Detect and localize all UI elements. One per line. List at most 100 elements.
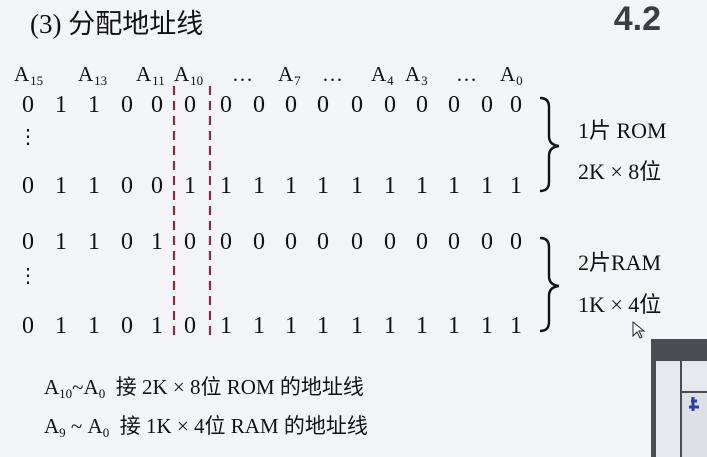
- rom-continuation-dots: ⋮: [18, 126, 38, 148]
- note-ram-from-sub: 9: [59, 425, 66, 440]
- bit-cell: 1: [220, 173, 232, 199]
- bit-cell: 0: [220, 229, 232, 255]
- bit-cell: 1: [253, 313, 265, 339]
- bit-cell: 0: [510, 92, 522, 118]
- ram-brace: [539, 236, 560, 333]
- bit-cell: 1: [351, 173, 363, 199]
- header-base: A: [78, 62, 94, 86]
- bit-cell: 0: [285, 229, 297, 255]
- bit-cell: 1: [510, 173, 522, 199]
- header-base: A: [14, 62, 30, 86]
- header-e3: …: [456, 62, 477, 87]
- note-rom-from-sub: 10: [59, 386, 73, 401]
- bit-cell: 0: [351, 92, 363, 118]
- header-base: A: [371, 62, 387, 86]
- bit-cell: 1: [448, 173, 460, 199]
- bit-cell: 1: [285, 313, 297, 339]
- bit-cell: 0: [184, 229, 196, 255]
- rom-brace: [539, 96, 560, 193]
- bit-cell: 0: [510, 229, 522, 255]
- bit-cell: 0: [184, 92, 196, 118]
- note-rom-to: A: [83, 375, 99, 399]
- bit-cell: 0: [351, 229, 363, 255]
- bit-cell: 1: [55, 173, 67, 199]
- header-a15: A15: [14, 62, 43, 89]
- header-a4: A4: [371, 62, 394, 89]
- bit-cell: 1: [88, 229, 100, 255]
- bit-cell: 0: [22, 229, 34, 255]
- header-base: …: [322, 62, 343, 86]
- bit-cell: 0: [253, 229, 265, 255]
- ram-label-size: 1K × 4位: [578, 292, 662, 317]
- bit-cell: 0: [416, 92, 428, 118]
- slide-title: (3) 分配地址线: [30, 9, 204, 39]
- rom-label-size: 2K × 8位: [578, 159, 662, 184]
- bit-cell: 0: [22, 313, 34, 339]
- header-subscript: 11: [152, 73, 165, 88]
- bit-cell: 1: [481, 313, 493, 339]
- note-ram-text: 接 1K × 4位 RAM 的地址线: [119, 414, 368, 438]
- ram-continuation-dots: ⋮: [18, 265, 38, 287]
- header-subscript: 7: [294, 73, 301, 88]
- header-e2: …: [322, 62, 343, 87]
- header-subscript: 15: [30, 73, 44, 88]
- bit-cell: 1: [55, 313, 67, 339]
- note-rom-from: A: [44, 375, 60, 399]
- bit-cell: 0: [121, 92, 133, 118]
- bit-cell: 0: [317, 92, 329, 118]
- bit-cell: 1: [88, 313, 100, 339]
- header-e1: …: [232, 62, 253, 87]
- bit-cell: 1: [510, 313, 522, 339]
- mouse-cursor-icon: [632, 320, 646, 339]
- header-a0: A0: [500, 62, 523, 89]
- bit-cell: 0: [448, 229, 460, 255]
- note-ram-to-sub: 0: [102, 425, 110, 440]
- bit-cell: 1: [384, 313, 396, 339]
- bit-cell: 0: [121, 313, 133, 339]
- note-rom-tilde: ~: [72, 375, 84, 399]
- bit-cell: 0: [253, 92, 265, 118]
- bit-cell: 1: [481, 173, 493, 199]
- header-a3: A3: [405, 62, 428, 89]
- bit-cell: 1: [384, 173, 396, 199]
- header-a7: A7: [278, 62, 301, 89]
- bit-cell: 0: [481, 229, 493, 255]
- bit-cell: 1: [88, 92, 100, 118]
- header-base: …: [456, 62, 477, 86]
- corner-thumbnail: [651, 339, 707, 457]
- bit-cell: 1: [351, 313, 363, 339]
- bit-cell: 0: [121, 173, 133, 199]
- note-rom-to-sub: 0: [98, 386, 106, 401]
- bit-cell: 0: [220, 92, 232, 118]
- bit-cell: 1: [448, 313, 460, 339]
- bit-cell: 1: [151, 313, 163, 339]
- section-number: 4.2: [613, 0, 661, 38]
- header-base: …: [232, 62, 253, 86]
- ram-label-count: 2片RAM: [578, 250, 662, 275]
- bit-cell: 0: [22, 92, 34, 118]
- header-a13: A13: [78, 62, 107, 89]
- bit-cell: 1: [416, 173, 428, 199]
- header-subscript: 13: [94, 73, 108, 88]
- bit-cell: 0: [151, 92, 163, 118]
- note-ram-address: A9 ~ A0 接 1K × 4位 RAM 的地址线: [44, 410, 368, 441]
- header-a10: A10: [174, 62, 203, 89]
- bit-cell: 0: [384, 92, 396, 118]
- bit-cell: 1: [55, 229, 67, 255]
- bit-cell: 0: [384, 229, 396, 255]
- header-base: A: [500, 62, 516, 86]
- bit-cell: 1: [184, 173, 196, 199]
- bit-cell: 0: [151, 173, 163, 199]
- bit-cell: 0: [285, 92, 297, 118]
- header-base: A: [174, 62, 190, 86]
- bit-cell: 0: [481, 92, 493, 118]
- bit-cell: 1: [220, 313, 232, 339]
- bit-cell: 1: [416, 313, 428, 339]
- header-subscript: 3: [421, 73, 428, 88]
- note-rom-address: A10~A0 接 2K × 8位 ROM 的地址线: [44, 371, 364, 402]
- bit-cell: 1: [55, 92, 67, 118]
- bit-cell: 1: [317, 173, 329, 199]
- bit-cell: 1: [151, 229, 163, 255]
- bit-cell: 1: [253, 173, 265, 199]
- header-a11: A11: [136, 62, 165, 89]
